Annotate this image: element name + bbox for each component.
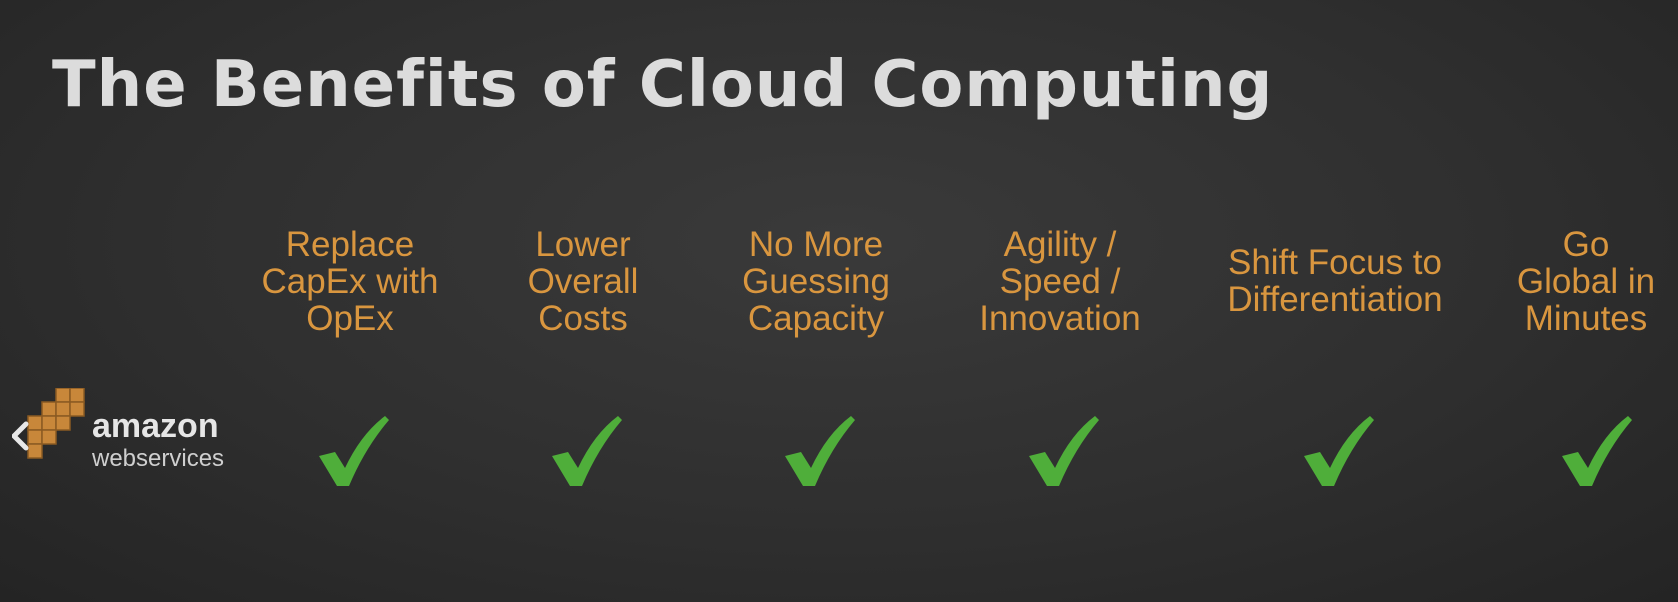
benefit-line: OpEx <box>306 298 394 338</box>
benefit-line: CapEx with <box>261 261 439 301</box>
check-icon <box>1304 416 1374 486</box>
logo-subtitle: webservices <box>92 445 225 472</box>
benefit-line: Global in <box>1516 261 1656 301</box>
aws-logo: amazon webservices <box>12 388 242 494</box>
benefit-shift-focus: Shift Focus to Differentiation <box>1200 226 1470 336</box>
benefit-line: Replace <box>285 224 415 264</box>
benefit-line: Costs <box>538 298 628 338</box>
benefit-line: Lower <box>535 224 631 264</box>
benefit-line: Go <box>1562 224 1610 264</box>
benefit-line: Capacity <box>747 298 885 338</box>
benefit-agility: Agility / Speed / Innovation <box>960 224 1160 338</box>
check-icon <box>1029 416 1099 486</box>
benefit-line: Minutes <box>1524 298 1648 338</box>
check-icon <box>319 416 389 486</box>
benefit-line: Overall <box>527 261 639 301</box>
check-icon <box>785 416 855 486</box>
check-icon <box>1562 416 1632 486</box>
benefit-lower-costs: Lower Overall Costs <box>483 224 683 338</box>
benefit-line: Differentiation <box>1227 280 1443 319</box>
benefit-line: Guessing <box>742 261 890 301</box>
aws-cubes-icon <box>12 388 85 459</box>
benefit-line: Speed / <box>999 261 1121 301</box>
benefit-line: Shift Focus to <box>1228 243 1442 282</box>
logo-wordmark: amazon <box>92 407 219 445</box>
benefit-replace-capex: Replace CapEx with OpEx <box>250 224 450 338</box>
benefit-no-guessing: No More Guessing Capacity <box>716 224 916 338</box>
benefit-go-global: Go Global in Minutes <box>1496 224 1676 338</box>
benefit-line: Innovation <box>979 298 1141 338</box>
check-icon <box>552 416 622 486</box>
benefit-line: No More <box>748 224 884 264</box>
benefit-line: Agility / <box>1003 224 1117 264</box>
slide-title: The Benefits of Cloud Computing <box>52 48 1274 122</box>
